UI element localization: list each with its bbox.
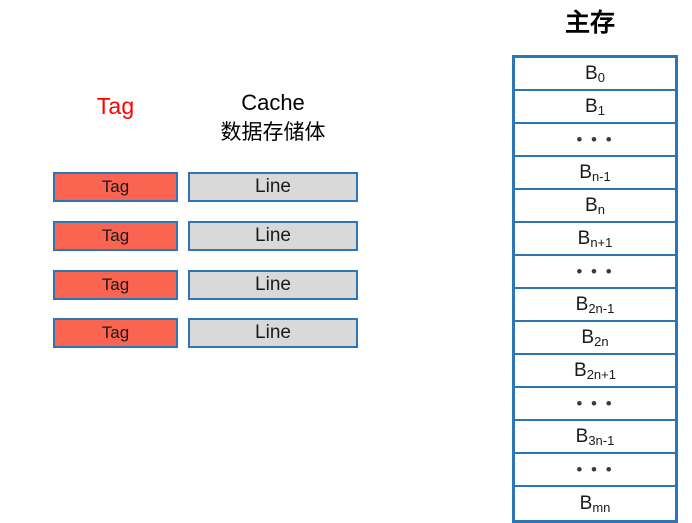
tag-box: Tag [53,270,178,300]
line-box: Line [188,221,358,251]
memory-ellipsis-row: • • • [515,388,675,421]
memory-ellipsis-row: • • • [515,454,675,487]
line-box: Line [188,270,358,300]
memory-block-label: B [579,162,592,183]
line-box: Line [188,172,358,202]
cache-row: Tag Line [0,172,420,202]
memory-ellipsis-row: • • • [515,256,675,289]
cache-row: Tag Line [0,270,420,300]
memory-block-label: B [575,294,589,315]
cache-data-column-header: Cache 数据存储体 [188,88,358,147]
memory-block-label: B [581,327,595,348]
tag-box: Tag [53,221,178,251]
main-memory-title: 主存 [564,9,615,37]
tag-column-header: Tag [96,93,135,119]
memory-block-label: B [585,96,598,117]
cache-diagram-headers: Tag Cache 数据存储体 [0,88,420,158]
cache-data-header-line2: 数据存储体 [220,121,326,144]
cache-diagram: Tag Cache 数据存储体 Tag Line Tag Line Tag Li… [0,88,420,348]
cache-row: Tag Line [0,318,420,348]
memory-block-label: B [579,493,593,514]
memory-block-label: B [585,63,598,84]
memory-block-label: B [574,360,587,381]
memory-block-label: B [585,195,598,216]
cache-row: Tag Line [0,221,420,251]
tag-box: Tag [53,172,178,202]
cache-data-header-line1: Cache [241,90,305,115]
memory-block-label: B [575,426,589,447]
memory-block-label: B [577,228,591,249]
tag-box: Tag [53,318,178,348]
memory-ellipsis-row: • • • [515,124,675,157]
line-box: Line [188,318,358,348]
